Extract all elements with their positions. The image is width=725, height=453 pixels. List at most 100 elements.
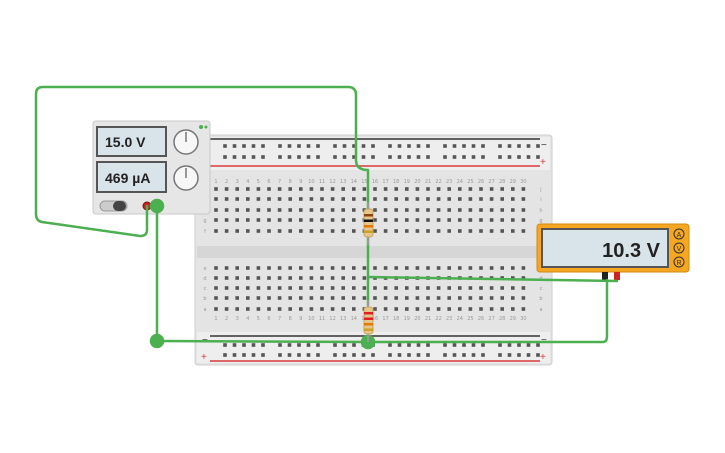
bottom-rail-minus-hole[interactable] [416,343,421,347]
resistor-top[interactable] [363,202,374,245]
bottom-rail-minus-hole[interactable] [471,343,476,347]
terminal-hole[interactable] [235,276,239,280]
terminal-hole[interactable] [426,266,430,270]
terminal-hole[interactable] [511,276,515,280]
terminal-hole[interactable] [436,266,441,270]
terminal-hole[interactable] [362,296,367,300]
terminal-hole[interactable] [352,229,356,233]
terminal-hole[interactable] [267,296,271,300]
terminal-hole[interactable] [214,197,218,201]
bottom-rail-minus-hole[interactable] [316,343,320,347]
terminal-hole[interactable] [511,197,515,201]
terminal-hole[interactable] [288,307,292,311]
terminal-hole[interactable] [309,286,314,290]
top-rail-plus-hole[interactable] [517,155,521,159]
terminal-hole[interactable] [309,208,314,212]
terminal-hole[interactable] [267,286,271,290]
terminal-hole[interactable] [458,307,462,311]
bottom-rail-minus-hole[interactable] [352,343,356,347]
terminal-hole[interactable] [436,296,441,300]
terminal-hole[interactable] [299,187,303,191]
terminal-hole[interactable] [383,218,388,222]
terminal-hole[interactable] [320,187,324,191]
bottom-rail-minus-hole[interactable] [498,343,502,347]
terminal-hole[interactable] [235,197,239,201]
top-rail-minus-hole[interactable] [316,144,320,148]
terminal-hole[interactable] [383,307,388,311]
terminal-hole[interactable] [394,296,398,300]
terminal-hole[interactable] [214,307,218,311]
multimeter-v-probe[interactable] [614,272,620,280]
resistor-bottom[interactable] [363,300,374,342]
terminal-hole[interactable] [373,208,377,212]
top-rail-plus-hole[interactable] [526,155,531,159]
terminal-hole[interactable] [415,208,420,212]
terminal-hole[interactable] [500,307,504,311]
bottom-rail-plus-hole[interactable] [462,353,466,357]
terminal-hole[interactable] [288,208,292,212]
bottom-rail-plus-hole[interactable] [232,353,237,357]
bottom-rail-minus-hole[interactable] [261,343,265,347]
terminal-hole[interactable] [309,187,314,191]
terminal-hole[interactable] [320,276,324,280]
terminal-hole[interactable] [521,187,526,191]
terminal-hole[interactable] [246,286,250,290]
terminal-hole[interactable] [458,266,462,270]
terminal-hole[interactable] [511,266,515,270]
terminal-hole[interactable] [415,296,420,300]
bottom-rail-minus-hole[interactable] [306,343,311,347]
bottom-rail-minus-hole[interactable] [223,343,227,347]
terminal-hole[interactable] [405,307,409,311]
terminal-hole[interactable] [500,229,504,233]
terminal-hole[interactable] [224,307,229,311]
top-rail-minus-hole[interactable] [223,144,227,148]
terminal-hole[interactable] [468,266,473,270]
terminal-hole[interactable] [489,218,494,222]
bottom-rail-minus-hole[interactable] [287,343,292,347]
terminal-hole[interactable] [299,218,303,222]
terminal-hole[interactable] [415,307,420,311]
bottom-rail-plus-hole[interactable] [426,353,430,357]
terminal-hole[interactable] [415,229,420,233]
top-rail-plus-hole[interactable] [536,155,540,159]
top-rail-plus-hole[interactable] [498,155,502,159]
terminal-hole[interactable] [235,307,239,311]
terminal-hole[interactable] [352,276,356,280]
terminal-hole[interactable] [341,286,345,290]
terminal-hole[interactable] [330,286,335,290]
terminal-hole[interactable] [341,266,345,270]
terminal-hole[interactable] [447,197,451,201]
terminal-hole[interactable] [383,187,388,191]
top-rail-minus-hole[interactable] [342,144,347,148]
terminal-hole[interactable] [426,229,430,233]
terminal-hole[interactable] [288,296,292,300]
terminal-hole[interactable] [405,218,409,222]
terminal-hole[interactable] [288,229,292,233]
terminal-hole[interactable] [246,266,250,270]
terminal-hole[interactable] [479,197,483,201]
terminal-hole[interactable] [341,307,345,311]
terminal-hole[interactable] [214,218,218,222]
terminal-hole[interactable] [489,266,494,270]
terminal-hole[interactable] [426,187,430,191]
terminal-hole[interactable] [489,208,494,212]
top-rail-plus-hole[interactable] [352,155,356,159]
terminal-hole[interactable] [426,307,430,311]
terminal-hole[interactable] [352,296,356,300]
terminal-hole[interactable] [256,266,261,270]
terminal-hole[interactable] [330,307,335,311]
bottom-rail-plus-hole[interactable] [297,353,301,357]
terminal-hole[interactable] [256,296,261,300]
terminal-hole[interactable] [277,286,282,290]
terminal-hole[interactable] [267,208,271,212]
terminal-hole[interactable] [468,197,473,201]
terminal-hole[interactable] [511,187,515,191]
terminal-hole[interactable] [405,208,409,212]
top-rail-plus-hole[interactable] [426,155,430,159]
terminal-hole[interactable] [224,296,229,300]
terminal-hole[interactable] [246,276,250,280]
terminal-hole[interactable] [246,229,250,233]
terminal-hole[interactable] [320,307,324,311]
top-rail-plus-hole[interactable] [342,155,347,159]
